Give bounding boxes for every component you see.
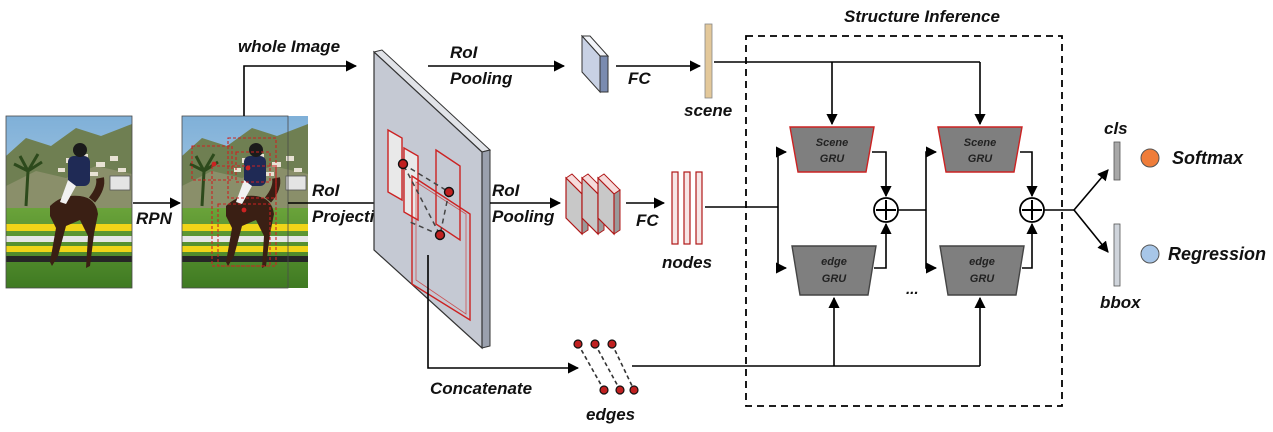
scene-vector [704,23,713,99]
roi-pooling-top-label-2: Pooling [450,69,513,88]
concatenate-label: Concatenate [430,379,532,398]
sum-node-2 [1019,197,1045,223]
scene-label: scene [684,101,732,120]
scene-gru-2-label-2: GRU [968,153,994,165]
edge-gru-2: edge GRU [939,245,1025,296]
edge-gru-2-label-1: edge [969,256,995,268]
scene-gru-1-label-2: GRU [820,153,846,165]
edges-label: edges [586,405,635,424]
softmax-dot [1140,148,1160,168]
structure-inference-box [745,35,1063,407]
bbox-vector [1113,223,1121,287]
scene-gru-1: Scene GRU [789,126,875,173]
fc-top-label: FC [628,69,651,88]
cls-label: cls [1104,119,1128,138]
input-image [6,116,132,288]
roi-pooling-mid-label-2: Pooling [492,207,555,226]
edge-gru-1-label-1: edge [821,256,847,268]
roi-projection-label-1: RoI [312,181,341,200]
bbox-label: bbox [1100,293,1142,312]
roi-pooling-top-label-1: RoI [450,43,479,62]
edge-features [573,339,639,395]
cls-vector [1113,141,1121,181]
node-vectors [671,171,703,245]
nodes-label: nodes [662,253,712,272]
fc-mid-label: FC [636,211,659,230]
scene-gru-1-label-1: Scene [816,137,848,149]
scene-gru-2: Scene GRU [937,126,1023,173]
roi-pooling-mid-label-1: RoI [492,181,521,200]
roi-proposals [387,128,471,322]
proposal-image [182,116,308,288]
structure-inference-title: Structure Inference [844,7,1000,26]
edge-gru-1: edge GRU [791,245,877,296]
pooled-feature-top [580,34,610,94]
pooled-features-mid [565,173,621,236]
softmax-label: Softmax [1172,148,1244,168]
rpn-label: RPN [136,209,173,228]
edge-gru-2-label-2: GRU [970,273,996,285]
regression-dot [1140,244,1160,264]
ellipsis-label: ... [906,281,919,298]
sum-node-1 [873,197,899,223]
feature-map [372,49,492,350]
node-graph [397,158,455,241]
whole-image-label: whole Image [238,37,340,56]
edge-gru-1-label-2: GRU [822,273,848,285]
regression-label: Regression [1168,244,1266,264]
scene-gru-2-label-1: Scene [964,137,996,149]
